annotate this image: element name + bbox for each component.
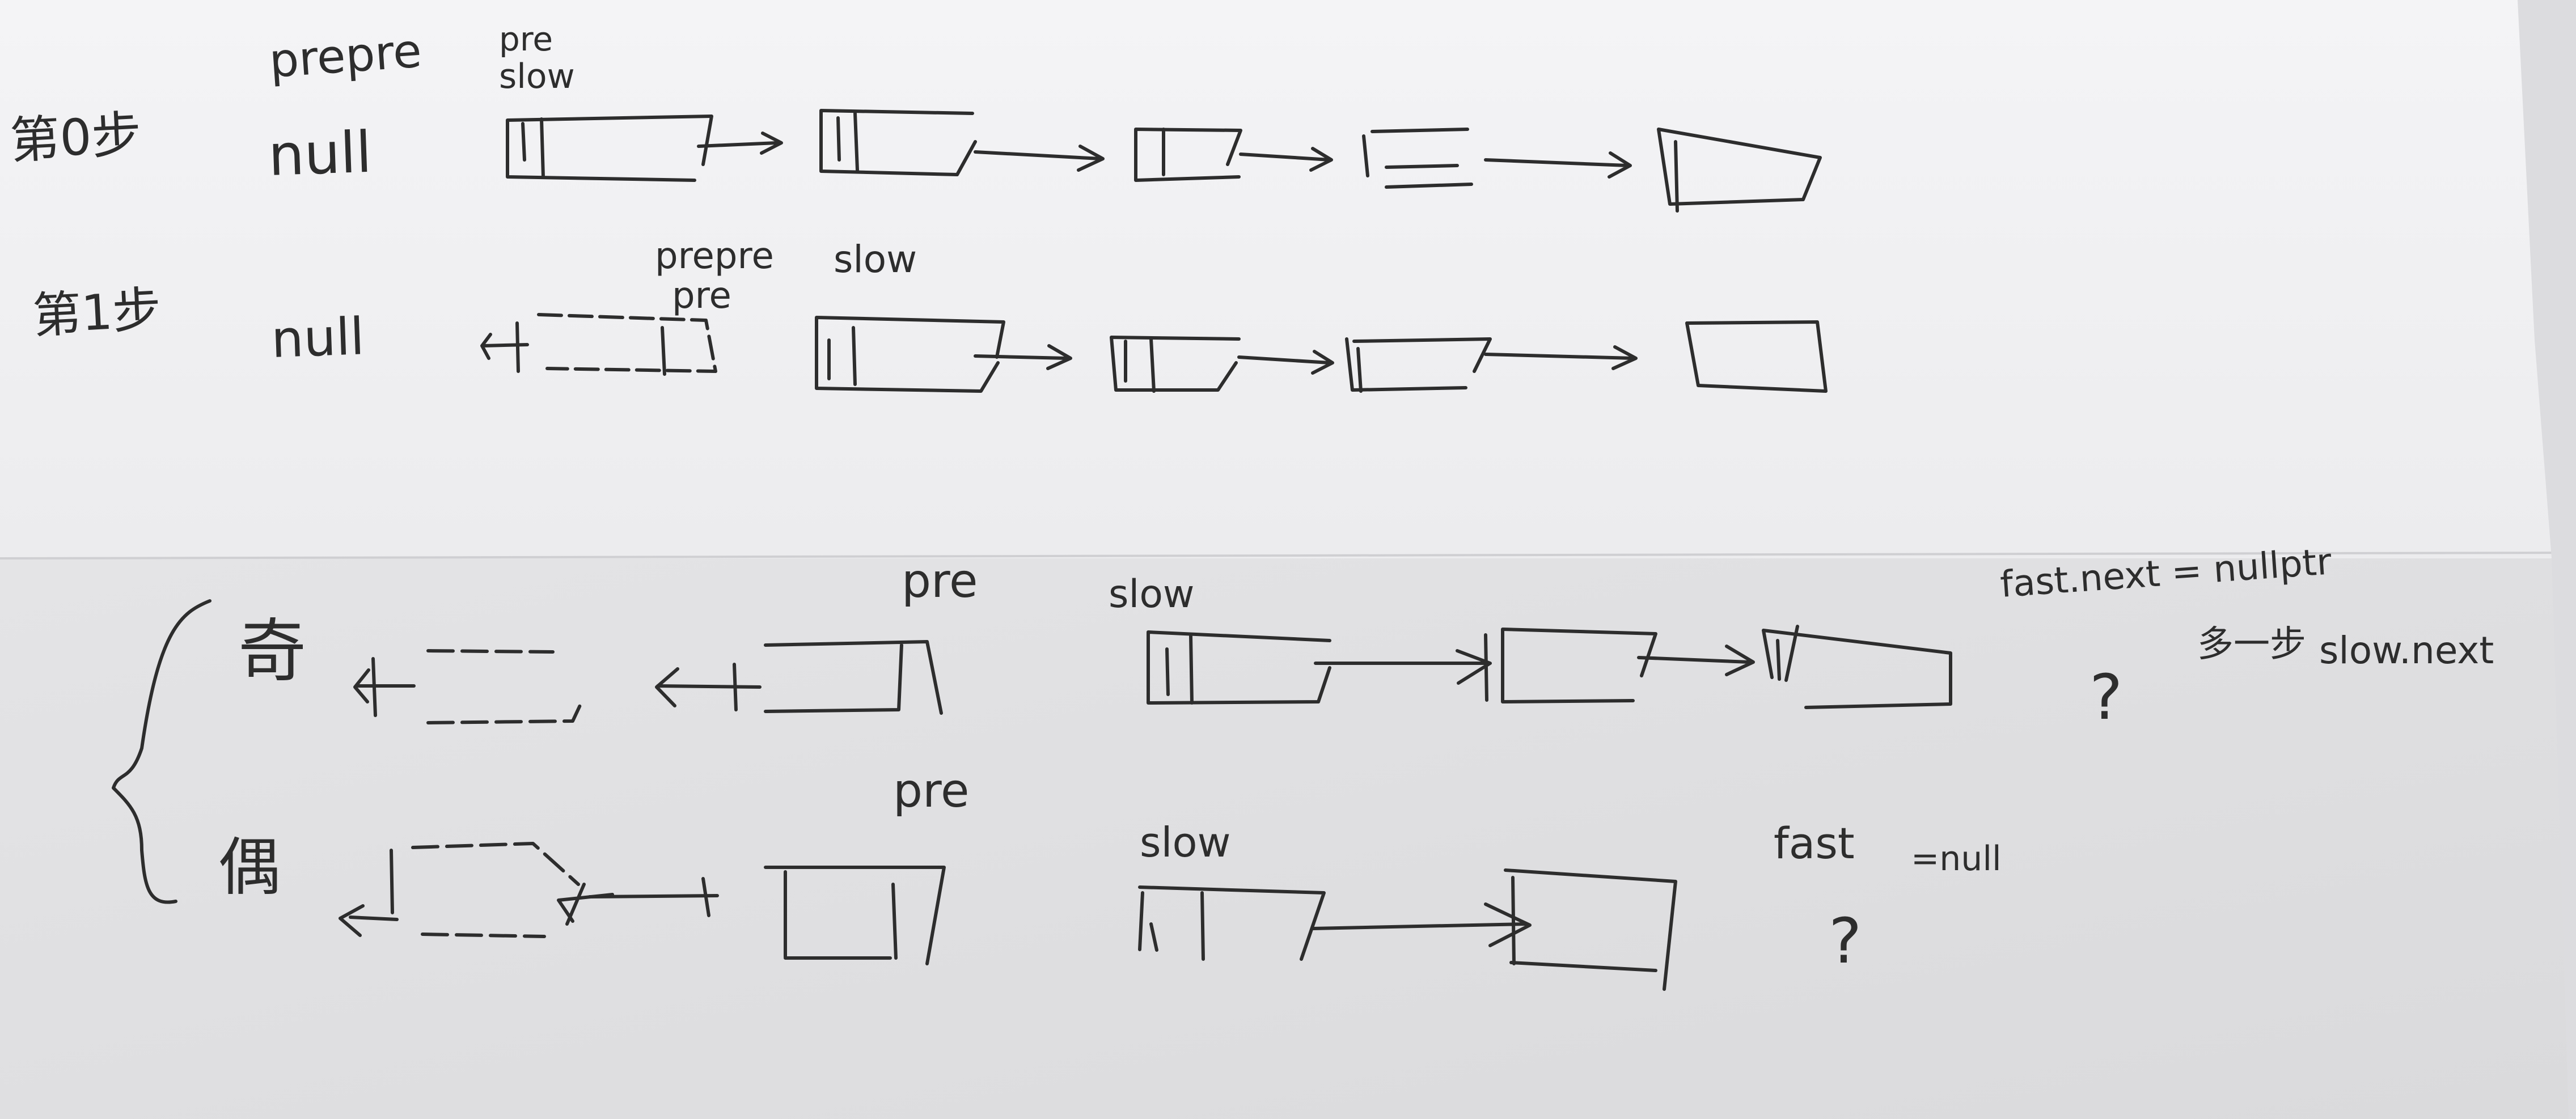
- odd-label: 奇: [238, 612, 306, 691]
- row0-node-3: [1134, 128, 1242, 182]
- row0-prepre-label: prepre: [267, 24, 424, 88]
- odd-pre-label: pre: [902, 554, 978, 608]
- even-question-mark: ?: [1829, 905, 1862, 977]
- odd-back-arrow-1: [353, 668, 416, 703]
- odd-slow-label: slow: [1109, 572, 1195, 617]
- even-node-4: [1504, 868, 1677, 991]
- row0-null-label: null: [267, 118, 373, 189]
- even-node-3: [1138, 885, 1326, 961]
- row1-arrow-2: [1237, 350, 1334, 375]
- row0-node-5: [1657, 128, 1822, 206]
- left-brace: [112, 599, 212, 904]
- row0-node-2: [819, 109, 977, 176]
- row1-back-arrow: [480, 333, 529, 360]
- odd-step-note: 多一步: [2197, 624, 2306, 666]
- odd-node-2: [764, 640, 943, 715]
- even-label: 偶: [218, 831, 281, 904]
- odd-arrow-1: [1314, 649, 1492, 685]
- row1-node-1: [537, 313, 717, 373]
- even-arrow-1: [1311, 902, 1532, 947]
- row0-arrow-4: [1484, 151, 1632, 179]
- row0-arrow-2: [974, 145, 1105, 172]
- even-slow-label: slow: [1140, 819, 1231, 866]
- row1-step-label: 第1步: [31, 281, 163, 345]
- even-node-1: [411, 842, 580, 938]
- row1-slow-label: slow: [834, 238, 917, 281]
- odd-arrow-2: [1637, 645, 1755, 676]
- even-back-arrow-1: [339, 904, 399, 937]
- row1-node-5: [1685, 320, 1828, 393]
- row0-arrow-1: [697, 132, 783, 155]
- row1-pre-label: pre: [672, 275, 731, 317]
- even-node-2: [764, 866, 946, 965]
- row1-arrow-1: [974, 344, 1072, 370]
- row1-node-4: [1345, 337, 1492, 392]
- row1-list: [480, 313, 1828, 393]
- row0-step-label: 第0步: [8, 104, 143, 170]
- odd-node-1: [426, 649, 583, 724]
- odd-node-3: [1147, 630, 1331, 705]
- odd-back-arrow-2: [655, 667, 762, 707]
- row0-pre-label: pre: [499, 20, 553, 58]
- row0-node-1: [506, 115, 713, 182]
- even-pre-label: pre: [893, 764, 970, 818]
- even-condition: =null: [1911, 839, 2002, 879]
- paper-edge: [2518, 0, 2576, 1119]
- odd-node-4: [1501, 628, 1657, 703]
- paper-top-half: [0, 0, 2576, 558]
- row1-node-3: [1110, 336, 1241, 392]
- row1-arrow-3: [1484, 345, 1638, 370]
- paper-bottom-half: [0, 558, 2576, 1119]
- odd-step-target: slow.next: [2319, 629, 2494, 672]
- fold-crease: [0, 552, 2576, 560]
- row0-slow-label: slow: [499, 57, 575, 96]
- odd-node-5: [1762, 629, 1952, 709]
- row1-prepre-label: prepre: [655, 235, 774, 277]
- even-fast-label: fast: [1774, 818, 1855, 868]
- even-list: [339, 842, 1677, 991]
- row1-null-label: null: [270, 307, 366, 370]
- row0-arrow-3: [1239, 147, 1333, 172]
- row0-node-4: [1362, 128, 1473, 189]
- odd-list: [353, 625, 1952, 724]
- row0-list: [506, 109, 1822, 213]
- row1-node-2: [815, 316, 1005, 393]
- odd-question-mark: ?: [2089, 661, 2123, 734]
